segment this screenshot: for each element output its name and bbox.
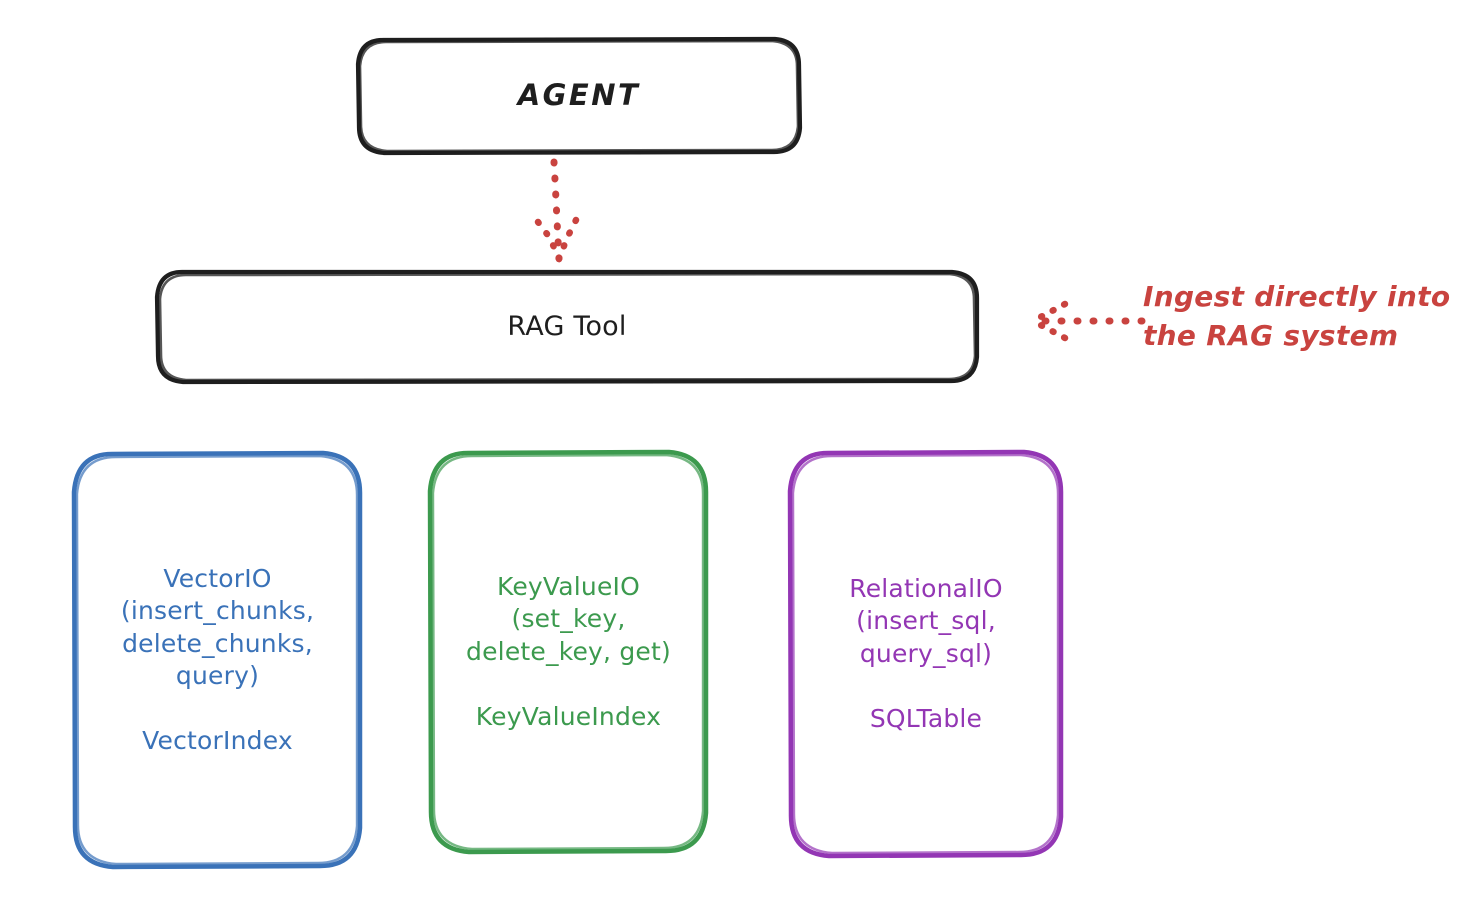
node-vector-io[interactable]: VectorIO (insert_chunks, delete_chunks, … (71, 450, 363, 870)
node-key-value-io-label: KeyValueIO (set_key, delete_key, get) Ke… (466, 571, 671, 731)
node-key-value-io[interactable]: KeyValueIO (set_key, delete_key, get) Ke… (427, 449, 709, 855)
node-agent-label: AGENT (517, 78, 641, 113)
edge-ingest-into-rag-system (1029, 300, 1146, 342)
annotation-ingest-label: Ingest directly into the RAG system (1143, 280, 1451, 352)
node-rag-tool-label: RAG Tool (507, 310, 627, 342)
node-relational-io-label: RelationalIO (insert_sql, query_sql) SQL… (849, 573, 1003, 733)
node-relational-io[interactable]: RelationalIO (insert_sql, query_sql) SQL… (787, 449, 1064, 859)
node-rag-tool[interactable]: RAG Tool (154, 269, 980, 385)
annotation-ingest-into-rag-system: Ingest directly into the RAG system (1143, 278, 1479, 355)
node-vector-io-label: VectorIO (insert_chunks, delete_chunks, … (120, 563, 315, 756)
node-agent[interactable]: AGENT (355, 36, 803, 156)
edge-agent-to-rag-tool (534, 158, 580, 263)
